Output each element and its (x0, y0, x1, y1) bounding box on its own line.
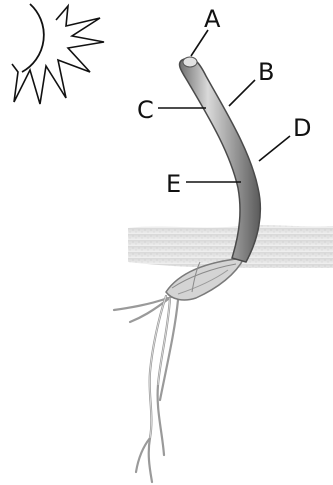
leader-lines (158, 30, 290, 182)
label-c: C (137, 96, 154, 124)
label-d: D (293, 114, 311, 142)
sun-icon (12, 4, 104, 104)
label-e: E (166, 170, 181, 198)
roots (114, 296, 178, 482)
label-a: A (204, 5, 221, 33)
shoot-tip (183, 57, 197, 67)
label-b: B (258, 58, 274, 86)
